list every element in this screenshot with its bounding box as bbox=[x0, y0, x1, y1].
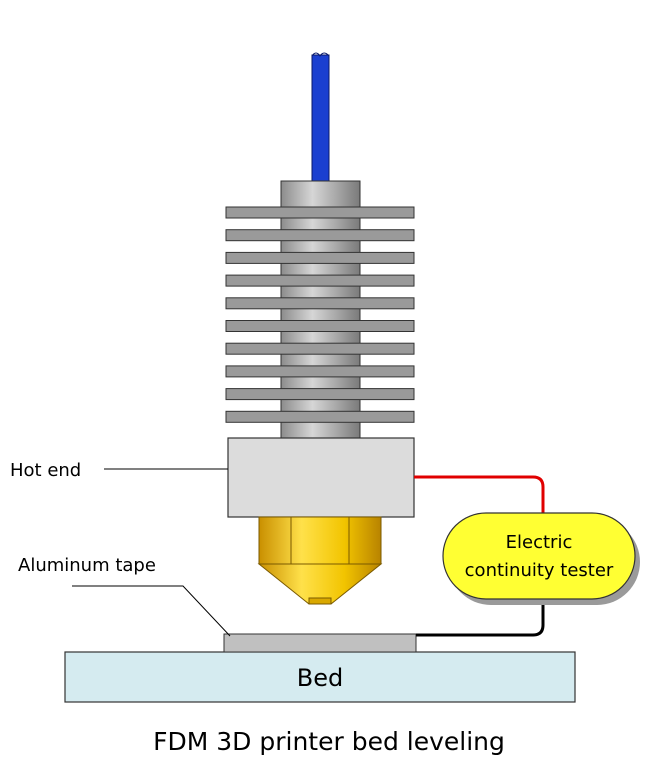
cooling-fin bbox=[225, 274, 415, 287]
red-wire bbox=[414, 475, 545, 514]
tester-label-line1: Electric bbox=[506, 532, 573, 553]
cooling-fin bbox=[225, 342, 415, 355]
cooling-fins bbox=[225, 206, 415, 423]
cooling-fin bbox=[225, 206, 415, 219]
diagram-caption: FDM 3D printer bed leveling bbox=[153, 727, 505, 756]
aluminum-tape-label: Aluminum tape bbox=[18, 555, 156, 576]
hot-end-label: Hot end bbox=[10, 460, 81, 481]
cooling-fin bbox=[225, 365, 415, 378]
heatsink-barrel bbox=[280, 180, 361, 442]
cooling-fin bbox=[225, 410, 415, 423]
cooling-fin bbox=[225, 297, 415, 310]
filament bbox=[311, 52, 330, 184]
cooling-fin bbox=[225, 251, 415, 264]
aluminum-tape-leader-line bbox=[72, 585, 231, 637]
bed-label: Bed bbox=[297, 664, 343, 692]
aluminum-tape bbox=[223, 633, 417, 653]
cooling-fin bbox=[225, 229, 415, 242]
heater-block bbox=[227, 437, 415, 518]
nozzle bbox=[257, 516, 383, 605]
continuity-tester: Electric continuity tester bbox=[442, 512, 640, 605]
black-wire bbox=[416, 601, 545, 637]
tester-label-line2: continuity tester bbox=[465, 560, 614, 581]
cooling-fin bbox=[225, 320, 415, 332]
cooling-fin bbox=[225, 388, 415, 401]
